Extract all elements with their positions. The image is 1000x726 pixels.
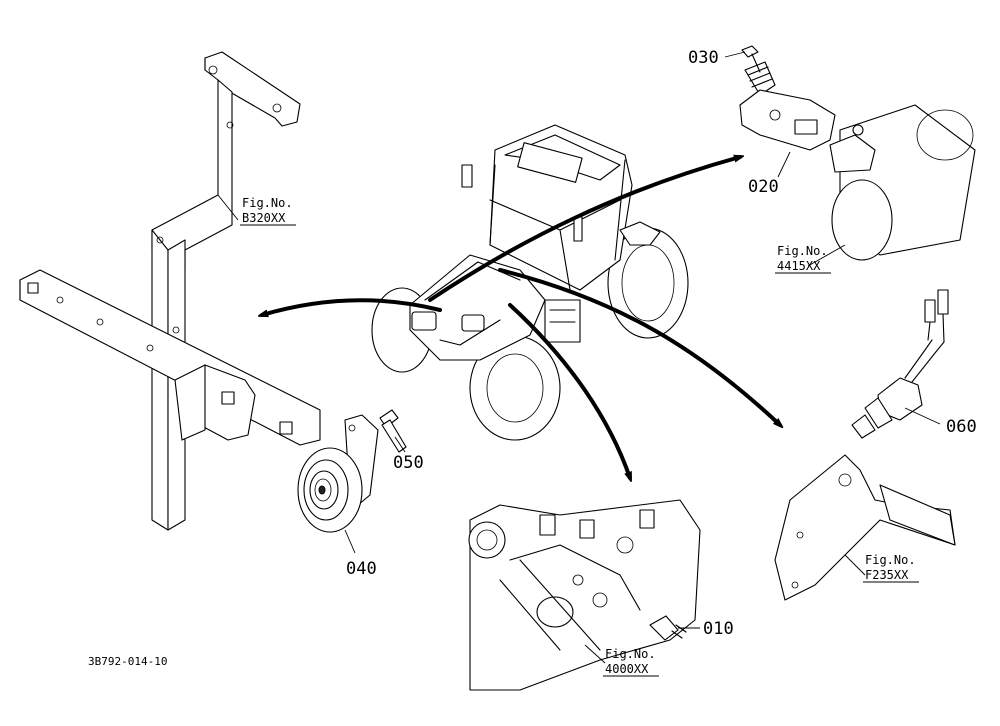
part-label-060: 060 (946, 417, 977, 437)
fig-code-4415: 4415XX (777, 259, 821, 273)
tractor-drawing (371, 124, 689, 441)
leader-lines (217, 51, 941, 664)
callout-arrows (262, 157, 780, 478)
fig-prefix-4415: Fig.No. (777, 244, 828, 258)
horn-drawing (297, 409, 407, 533)
fig-code-f235: F235XX (865, 568, 909, 582)
part-label-010: 010 (703, 619, 734, 639)
fig-prefix-b320: Fig.No. (242, 196, 293, 210)
fig-code-b320: B320XX (242, 211, 286, 225)
part-label-040: 040 (346, 559, 377, 579)
drawing-code: 3B792-014-10 (88, 655, 167, 668)
fig-prefix-f235: Fig.No. (865, 553, 916, 567)
part-label-030: 030 (688, 48, 719, 68)
frame-bracket-drawing (19, 51, 321, 531)
engine-block-drawing (468, 499, 701, 691)
fig-prefix-4000: Fig.No. (605, 647, 656, 661)
part-label-050: 050 (393, 453, 424, 473)
fig-code-4000: 4000XX (605, 662, 649, 676)
pressure-switch-drawing (774, 289, 956, 601)
part-label-020: 020 (748, 177, 779, 197)
air-cleaner-drawing (739, 45, 976, 261)
